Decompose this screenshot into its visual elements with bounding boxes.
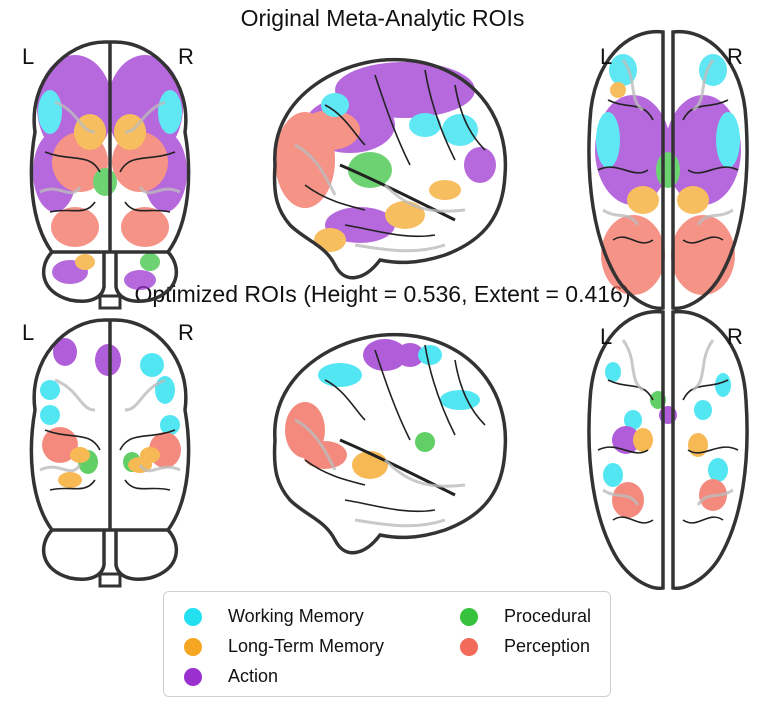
action-swatch-icon bbox=[184, 667, 202, 686]
perception-swatch-icon bbox=[460, 637, 478, 656]
hemisphere-left-label: L bbox=[22, 320, 35, 345]
hemisphere-left-label: L bbox=[600, 324, 613, 349]
legend-label: Procedural bbox=[504, 606, 592, 626]
coronal-optimized bbox=[29, 318, 191, 588]
coronal-original bbox=[29, 40, 191, 310]
hemisphere-left-label: L bbox=[22, 44, 35, 69]
legend-item-perception: Perception bbox=[460, 636, 590, 657]
axial-optimized bbox=[587, 309, 749, 590]
legend: Working Memory Long-Term Memory Action P… bbox=[163, 591, 611, 697]
legend-label: Perception bbox=[504, 636, 591, 656]
brain-views bbox=[29, 29, 749, 590]
legend-item-long-term-memory: Long-Term Memory bbox=[184, 636, 384, 657]
hemisphere-right-label: R bbox=[178, 44, 194, 69]
legend-item-action: Action bbox=[184, 666, 278, 687]
axial-original bbox=[587, 29, 749, 311]
procedural-swatch-icon bbox=[460, 607, 478, 626]
legend-item-working-memory: Working Memory bbox=[184, 606, 364, 627]
legend-label: Action bbox=[228, 666, 279, 686]
sagittal-optimized bbox=[272, 332, 508, 555]
long-term-memory-swatch-icon bbox=[184, 637, 202, 656]
sagittal-original bbox=[272, 57, 508, 280]
bottom-panel-title: Optimized ROIs (Height = 0.536, Extent =… bbox=[134, 281, 631, 307]
hemisphere-left-label: L bbox=[600, 44, 613, 69]
working-memory-swatch-icon bbox=[184, 607, 202, 626]
top-panel-title: Original Meta-Analytic ROIs bbox=[240, 5, 525, 31]
hemisphere-right-label: R bbox=[727, 44, 743, 69]
legend-label: Long-Term Memory bbox=[228, 636, 385, 656]
legend-label: Working Memory bbox=[228, 606, 364, 626]
legend-item-procedural: Procedural bbox=[460, 606, 591, 627]
hemisphere-right-label: R bbox=[727, 324, 743, 349]
hemisphere-right-label: R bbox=[178, 320, 194, 345]
